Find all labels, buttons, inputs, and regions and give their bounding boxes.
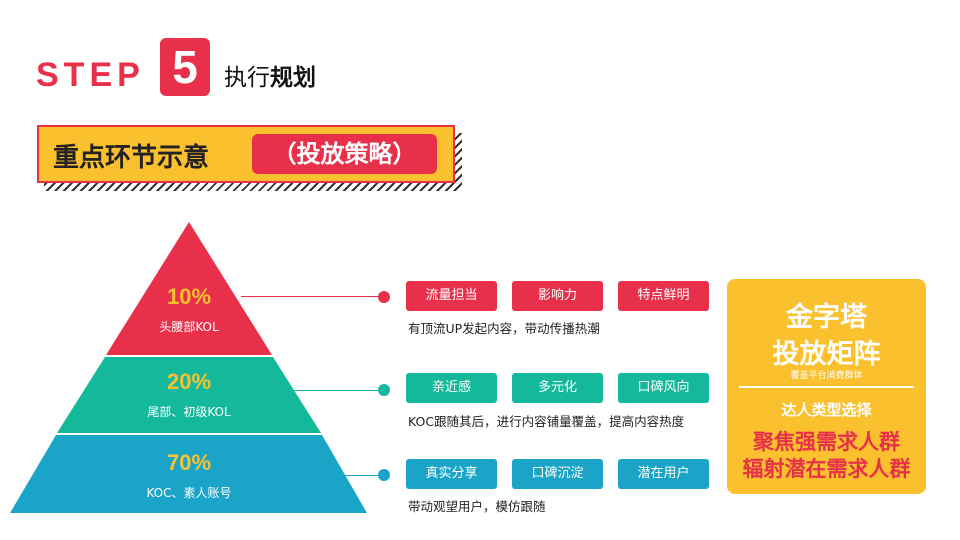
- row3-description: 带动观望用户，模仿跟随: [408, 499, 546, 514]
- pyramid-tier-bottom: [10, 435, 367, 513]
- pyramid-tier-top: [106, 222, 272, 355]
- section-banner: 重点环节示意 （投放策略）: [37, 125, 455, 183]
- tag-row2-3: 口碑风向: [618, 373, 709, 403]
- tag-row1-3: 特点鲜明: [618, 281, 709, 311]
- tag-row2-2: 多元化: [512, 373, 603, 403]
- tag-row3-1: 真实分享: [406, 459, 497, 489]
- pyramid-tier-middle: [57, 357, 321, 433]
- connector-dot-middle: [378, 384, 390, 396]
- panel-highlight-line2: 辐射潜在需求人群: [742, 457, 911, 481]
- tag-row1-2: 影响力: [512, 281, 603, 311]
- panel-heading: 达人类型选择: [781, 401, 872, 419]
- panel-title-line2: 投放矩阵: [772, 339, 881, 370]
- step-label: STEP: [36, 56, 145, 94]
- page-title-bold: 规划: [270, 65, 316, 91]
- banner-pill: （投放策略）: [252, 134, 437, 174]
- panel-title-line1: 金字塔: [786, 302, 867, 333]
- panel-subtitle: 覆盖平台消费群体: [790, 371, 863, 381]
- connector-dot-bottom: [378, 469, 390, 481]
- tag-row3-3: 潜在用户: [618, 459, 709, 489]
- tier-percent-bottom: 70%: [166, 450, 212, 475]
- page-title: 执行规划: [224, 58, 316, 92]
- tag-row1-1: 流量担当: [406, 281, 497, 311]
- step-number-badge: 5: [160, 38, 210, 96]
- page-title-prefix: 执行: [224, 65, 270, 91]
- panel-divider: [739, 386, 914, 388]
- strategy-panel: 金字塔 投放矩阵 覆盖平台消费群体 达人类型选择 聚焦强需求人群 辐射潜在需求人…: [727, 279, 926, 494]
- tag-row2-1: 亲近感: [406, 373, 497, 403]
- connector-line-middle: [289, 390, 383, 391]
- connector-line-bottom: [335, 475, 383, 476]
- tag-row3-2: 口碑沉淀: [512, 459, 603, 489]
- tier-percent-top: 10%: [166, 284, 212, 309]
- row1-description: 有顶流UP发起内容，带动传播热潮: [408, 321, 600, 336]
- connector-line-top: [241, 296, 383, 297]
- tier-label-bottom: KOC、素人账号: [146, 486, 232, 500]
- tier-label-middle: 尾部、初级KOL: [147, 405, 231, 419]
- row2-description: KOC跟随其后，进行内容铺量覆盖，提高内容热度: [408, 414, 685, 429]
- connector-dot-top: [378, 291, 390, 303]
- tier-label-top: 头腰部KOL: [159, 320, 219, 334]
- tier-percent-middle: 20%: [166, 369, 212, 394]
- banner-title: 重点环节示意: [53, 143, 210, 173]
- panel-highlight-line1: 聚焦强需求人群: [753, 430, 900, 454]
